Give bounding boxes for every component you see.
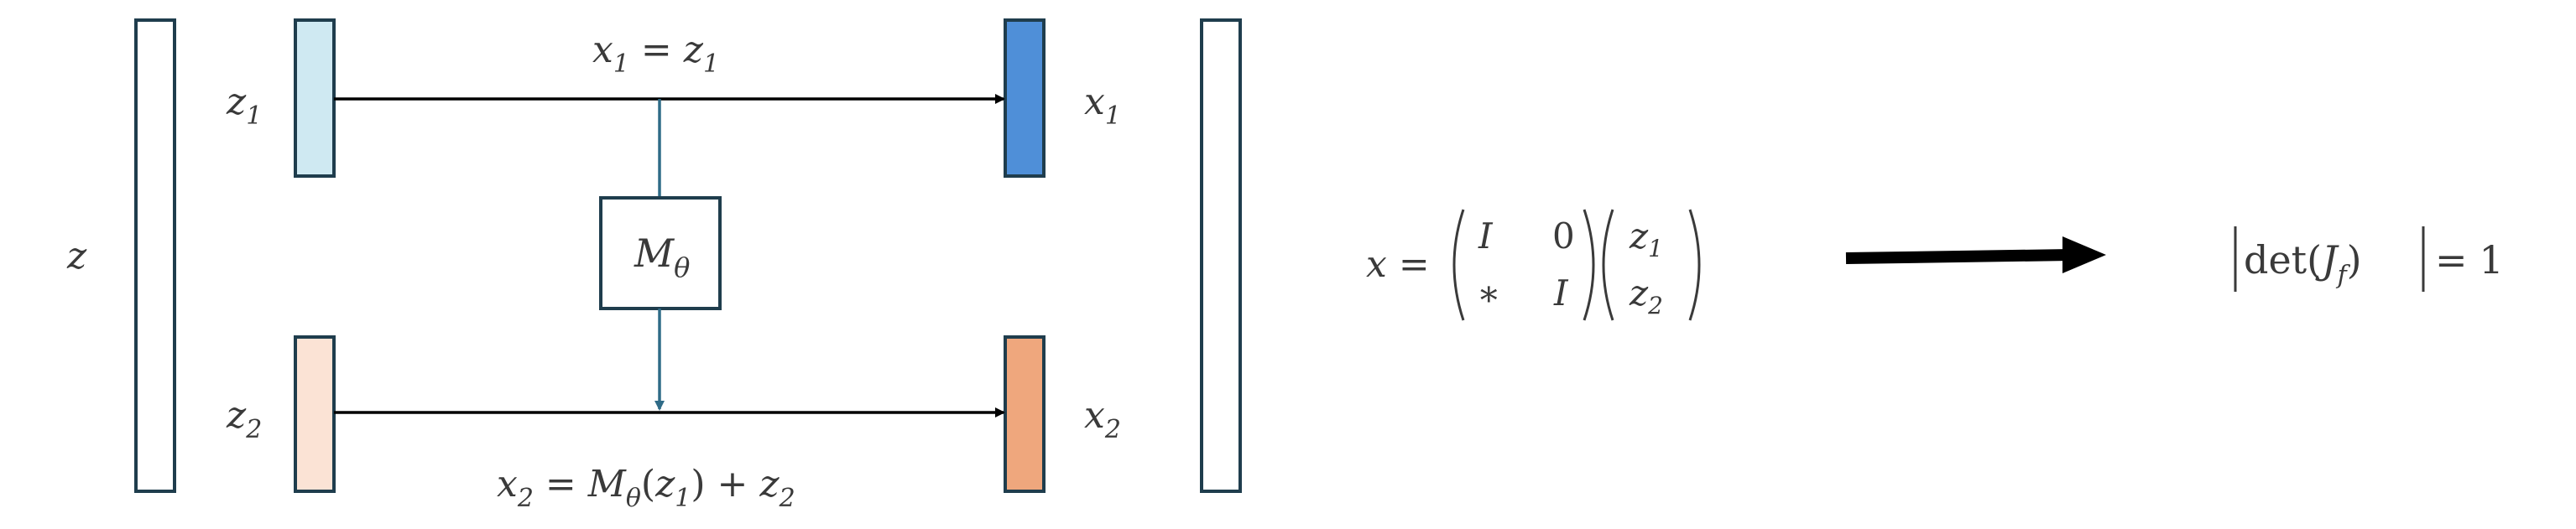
- matrix-m21: ∗: [1477, 272, 1501, 314]
- matrix-left-paren: [1452, 209, 1465, 321]
- output-bottom-label: x2: [1084, 394, 1121, 444]
- implies-arrow: [1845, 236, 2106, 273]
- output-vector-x: [1200, 18, 1242, 493]
- vector-entry-2: z2: [1629, 272, 1663, 319]
- output-block-x2: [1004, 335, 1046, 493]
- bottom-equation: x2=Mθ(z1)+z2: [497, 463, 795, 513]
- vector-entry-1: z1: [1629, 215, 1663, 262]
- matrix-lhs: x=: [1366, 243, 1430, 286]
- top-equation: x1=z1: [592, 29, 719, 79]
- input-vector-z: [134, 18, 176, 493]
- matrix-right-paren: [1583, 209, 1595, 321]
- input-top-label: z1: [226, 80, 262, 131]
- output-top-label: x1: [1084, 80, 1121, 131]
- input-vector-label: z: [66, 235, 87, 277]
- matrix-m22: I: [1553, 272, 1569, 314]
- matrix-m11: I: [1478, 215, 1494, 257]
- det-value: =1: [2435, 237, 2504, 283]
- input-bottom-label: z2: [226, 394, 262, 444]
- vector-left-paren: [1602, 209, 1614, 321]
- vector-right-paren: [1688, 209, 1701, 321]
- output-block-x1: [1004, 18, 1046, 178]
- determinant-equation: det(Jf) =1: [2234, 226, 2504, 292]
- network-label: Mθ: [634, 231, 690, 283]
- input-block-z2: [294, 335, 336, 493]
- matrix-equation: x= I 0 ∗ I z1 z2: [1366, 209, 1701, 321]
- matrix-m12: 0: [1552, 215, 1575, 257]
- network-box: [599, 196, 722, 310]
- det-text: det(Jf): [2244, 237, 2362, 290]
- input-block-z1: [294, 18, 336, 178]
